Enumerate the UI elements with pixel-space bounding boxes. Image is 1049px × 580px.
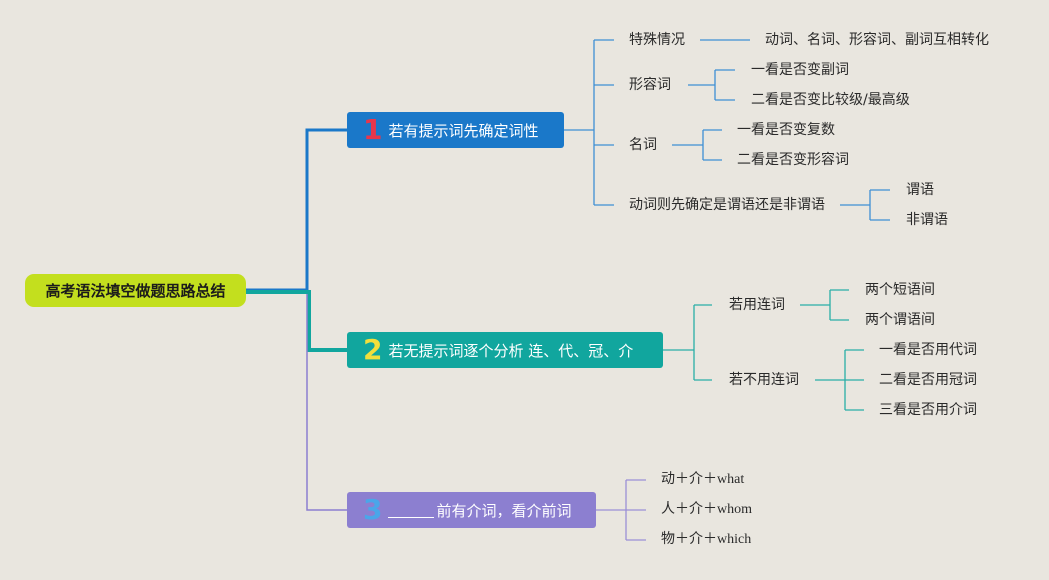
leaf-label: 动词、名词、形容词、副词互相转化 <box>765 32 989 48</box>
subtopic-label: 动词则先确定是谓语还是非谓语 <box>629 197 825 213</box>
subtopic-adjective[interactable]: 形容词 <box>629 76 671 94</box>
subtopic-use-conjunction[interactable]: 若用连词 <box>729 296 785 314</box>
leaf-label: 三看是否用介词 <box>879 402 977 418</box>
leaf-between-predicates[interactable]: 两个谓语间 <box>865 311 935 329</box>
leaf-label: 人＋介＋whom <box>661 502 752 517</box>
subtopic-no-conjunction[interactable]: 若不用连词 <box>729 371 799 389</box>
leaf-check-article[interactable]: 二看是否用冠词 <box>879 371 977 389</box>
subtopic-verb[interactable]: 动词则先确定是谓语还是非谓语 <box>629 196 825 214</box>
branch-1-label: 若有提示词先确定词性 <box>388 121 539 140</box>
root-topic-label: 高考语法填空做题思路总结 <box>45 282 226 300</box>
leaf-label: 非谓语 <box>906 212 948 228</box>
branch-3-label: 前有介词，看介前词 <box>436 501 572 520</box>
leaf-thing-prep-which[interactable]: 物＋介＋which <box>661 531 751 549</box>
leaf-adjective-2[interactable]: 二看是否变比较级/最高级 <box>751 91 910 109</box>
leaf-label: 谓语 <box>906 182 934 198</box>
branch3-connectors <box>596 479 646 541</box>
subtopic-special-case[interactable]: 特殊情况 <box>629 31 685 49</box>
leaf-label: 二看是否变形容词 <box>737 152 849 168</box>
branch-2-label: 若无提示词逐个分析 连、代、冠、介 <box>388 341 634 360</box>
leaf-verb-non-predicate[interactable]: 非谓语 <box>906 211 948 229</box>
branch1-connectors <box>564 39 890 221</box>
leaf-word-class-conversion[interactable]: 动词、名词、形容词、副词互相转化 <box>765 31 989 49</box>
root-connectors <box>246 128 347 511</box>
branch-2-topic[interactable]: 2 若无提示词逐个分析 连、代、冠、介 <box>347 332 663 368</box>
branch-2-number: 2 <box>363 333 383 366</box>
leaf-label: 二看是否变比较级/最高级 <box>751 92 910 108</box>
leaf-verb-predicate[interactable]: 谓语 <box>906 181 934 199</box>
leaf-person-prep-whom[interactable]: 人＋介＋whom <box>661 501 752 519</box>
leaf-label: 两个谓语间 <box>865 312 935 328</box>
subtopic-noun[interactable]: 名词 <box>629 136 657 154</box>
leaf-verb-prep-what[interactable]: 动＋介＋what <box>661 471 744 489</box>
leaf-noun-2[interactable]: 二看是否变形容词 <box>737 151 849 169</box>
connector-root-branch3 <box>306 294 347 511</box>
leaf-label: 一看是否用代词 <box>879 342 977 358</box>
branch-3-number: 3 <box>363 493 383 526</box>
leaf-between-phrases[interactable]: 两个短语间 <box>865 281 935 299</box>
subtopic-label: 若不用连词 <box>729 372 799 388</box>
leaf-label: 两个短语间 <box>865 282 935 298</box>
branch-3-topic[interactable]: 3 前有介词，看介前词 <box>347 492 596 528</box>
subtopic-label: 若用连词 <box>729 297 785 313</box>
branch-1-number: 1 <box>363 113 383 146</box>
leaf-label: 物＋介＋which <box>661 532 752 547</box>
leaf-check-preposition[interactable]: 三看是否用介词 <box>879 401 977 419</box>
leaf-check-pronoun[interactable]: 一看是否用代词 <box>879 341 977 359</box>
root-topic[interactable]: 高考语法填空做题思路总结 <box>25 274 246 307</box>
subtopic-label: 形容词 <box>629 77 671 93</box>
leaf-label: 二看是否用冠词 <box>879 372 977 388</box>
leaf-label: 动＋介＋what <box>661 472 745 487</box>
branch2-connectors <box>663 289 864 411</box>
subtopic-label: 特殊情况 <box>629 32 685 48</box>
branch-1-topic[interactable]: 1 若有提示词先确定词性 <box>347 112 564 148</box>
leaf-label: 一看是否变副词 <box>751 62 849 78</box>
subtopic-label: 名词 <box>629 137 657 153</box>
blank-line <box>388 503 435 518</box>
leaf-adjective-1[interactable]: 一看是否变副词 <box>751 61 849 79</box>
leaf-noun-1[interactable]: 一看是否变复数 <box>737 121 835 139</box>
leaf-label: 一看是否变复数 <box>737 122 835 138</box>
connector-root-branch1 <box>246 128 347 292</box>
connector-root-branch2 <box>246 290 347 352</box>
